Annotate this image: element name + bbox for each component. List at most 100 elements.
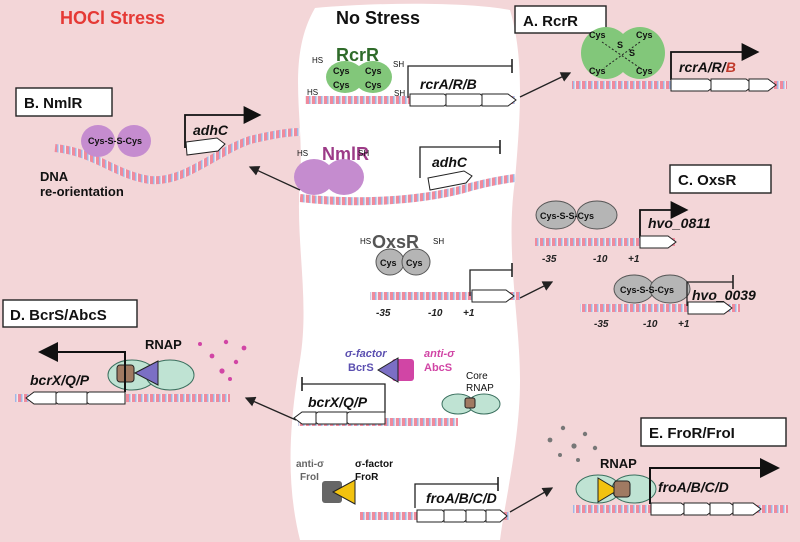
froi-label: FroI [300,472,319,483]
gene-arrow [485,509,508,523]
thiol-label: HS [297,149,308,158]
plus-1-label: +1 [463,308,475,319]
sulfur-label: S [629,48,635,58]
dna-strand [535,238,675,246]
cys-residue: Cys [380,258,397,268]
dna-strand [54,128,301,185]
promoter-arrow [639,201,689,238]
froa-operon-label: froA/B/C/D [426,490,497,506]
sulfur-label: S [617,40,623,50]
gene-arrow [670,78,717,92]
gene-arrow [639,235,677,249]
plus-1-label: +1 [678,319,690,330]
cys-residue: Cys [589,30,606,40]
promoter-arrow [670,43,760,80]
panel-d-bcrs: D. BcrS/AbcS RNAP bcrX/Q/P [2,299,247,405]
rnap-core [613,480,631,498]
dna-strand [299,174,516,206]
cys-residue: Cys [365,80,382,90]
anti-sigma-label: anti-σ [296,459,324,470]
promoter-arrow [686,281,733,306]
minus-35-label: -35 [594,319,609,330]
nmlr-protein-label: NmlR [322,144,369,164]
thiol-label: HS [307,88,318,97]
disulfide-label: Cys-S-S-Cys [88,136,142,146]
transition-arrow-c [519,281,554,299]
oxsr-subunit [401,248,431,276]
center-rcrr: RcrR Cys Cys Cys Cys HS SH HS SH rcrA/R/… [305,45,517,107]
rcrr-protein-label: RcrR [336,45,379,65]
disulfide-label: Cys-S-S-Cys [620,285,674,295]
promoter-arrow [302,383,386,413]
oxsr-protein-label: OxsR [372,232,419,252]
panel-c-oxsr: C. OxsR Cys-S-S-Cys hvo_0811 -35 -10 +1 … [535,164,772,330]
promoter-arrow [184,106,262,148]
promoter-arrow [419,146,500,178]
no-stress-header: No Stress [336,8,420,28]
plus-1-label: +1 [628,254,640,265]
gene-arrow [732,502,762,516]
bcrx-operon-label: bcrX/Q/P [30,372,90,388]
oxsr-subunit [576,200,618,230]
rcr-operon-label: rcrA/R/B [420,76,477,92]
promoter-arrow [414,483,498,508]
panel-c-label: C. OxsR [678,172,737,189]
gene-arrow [710,78,755,92]
dna-reorientation-label: DNA [40,169,69,184]
gene-arrow [25,391,57,405]
gene-arrow [471,289,515,303]
hvo0039-gene-label: hvo_0039 [692,287,756,303]
sigma-factor-triangle [377,357,399,383]
panel-a-label: A. RcrR [523,13,578,30]
gene-arrow [687,301,733,315]
gene-arrow [185,137,226,156]
cys-residue: Cys [333,80,350,90]
adhc-gene-label: adhC [193,122,229,138]
panel-a-label-box [514,5,607,34]
center-bcrs: σ-factor BcrS anti-σ AbcS Core RNAP bcrX… [293,348,501,426]
cys-residue: Cys [589,66,606,76]
panel-b-label: B. NmlR [24,95,83,112]
anti-sigma-label: anti-σ [424,348,455,360]
bcrs-label: BcrS [348,362,374,374]
rnap-label: RNAP [145,337,182,352]
promoter-arrow [38,342,126,392]
cys-residue: Cys [636,30,653,40]
panel-e-fror: E. FroR/FroI RNAP froA/B/C/D [547,417,788,516]
dna-strand [580,304,740,312]
gene-arrow [748,78,777,92]
transition-arrow-a [519,72,572,98]
core-rnap-label: RNAP [466,383,494,394]
center-fror: anti-σ FroI σ-factor FroR froA/B/C/D [296,459,510,523]
dna-strand [370,292,520,300]
minus-35-label: -35 [376,308,391,319]
thiol-label: HS [360,237,371,246]
panel-e-label-box [640,417,787,447]
sigma-factor-triangle [133,360,159,386]
panel-b-nmlr: B. NmlR Cys-S-S-Cys adhC DNA re-orientat… [15,87,301,199]
gene-arrow [481,93,517,107]
transition-arrow-d [244,396,297,421]
panel-c-label-box [669,164,772,194]
center-oxsr: OxsR Cys Cys HS SH -35 -10 +1 [360,232,520,319]
promoter-arrow [649,458,780,504]
promoter-arrow [407,65,512,98]
fror-label: FroR [355,472,379,483]
nmlr-subunit [324,159,364,195]
sigma-factor-label: σ-factor [345,348,387,360]
oxsr-subunit [649,274,691,304]
gene-arrow [650,502,690,516]
froa-operon-label: froA/B/C/D [658,479,729,495]
abcs-degraded-dots [198,339,247,381]
thiol-label: SH [394,89,405,98]
thiol-label: SH [393,60,404,69]
rcrr-subunit [615,27,665,79]
thiol-label: SH [433,237,444,246]
gene-arrow [427,170,473,191]
center-nmlr: NmlR HS SH adhC [294,140,516,206]
fror-triangle [597,477,619,503]
bcrx-operon-label: bcrX/Q/P [308,394,368,410]
transition-arrow-e [509,487,554,513]
cys-residue: Cys [333,66,350,76]
